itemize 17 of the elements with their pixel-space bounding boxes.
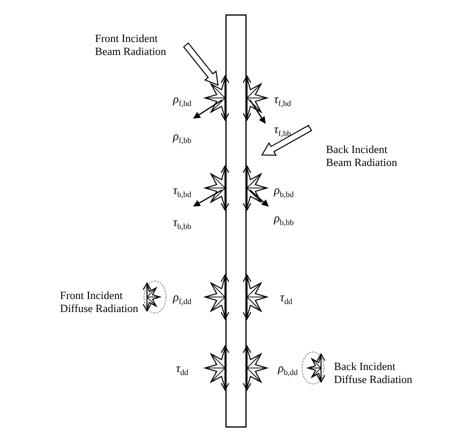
symbol-label: τ$_{f,bb}$	[274, 122, 291, 140]
symbol-label: τ$_{b,bb}$	[173, 215, 192, 233]
caption-text: Back Incident Diffuse Radiation	[334, 361, 414, 387]
glazing-layer	[225, 14, 247, 428]
caption-text: Front Incident Diffuse Radiation	[60, 290, 140, 316]
symbol-label: ρ$_{b,dd}$	[278, 361, 298, 379]
symbol-label: ρ$_{f,bd}$	[173, 92, 192, 110]
symbol-label: τ$_{dd}$	[280, 290, 292, 308]
symbol-label: ρ$_{f,dd}$	[173, 290, 192, 308]
caption-text: Front Incident Beam Radiation	[95, 33, 168, 59]
caption-text: Back Incident Beam Radiation	[326, 144, 398, 170]
symbol-label: τ$_{f,bd}$	[274, 92, 291, 110]
symbol-label: ρ$_{b,bb}$	[274, 211, 294, 229]
symbol-label: τ$_{b,bd}$	[173, 183, 192, 201]
symbol-label: ρ$_{f,bb}$	[173, 129, 192, 147]
symbol-label: ρ$_{b,bd}$	[274, 183, 294, 201]
symbol-label: τ$_{dd}$	[176, 361, 188, 379]
